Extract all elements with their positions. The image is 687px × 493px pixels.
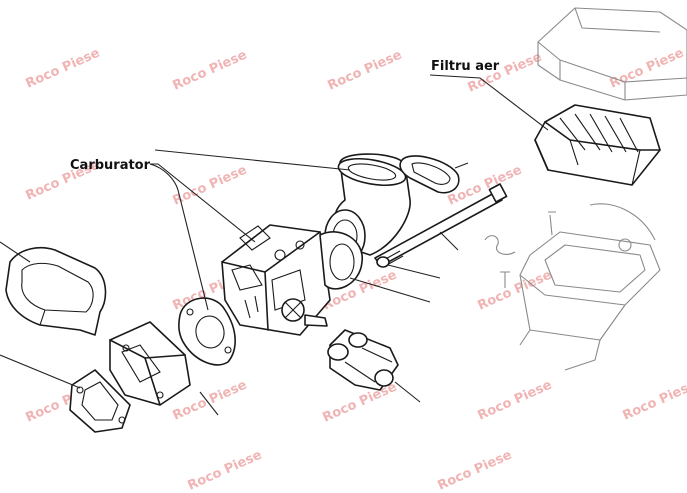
carburetor-gasket [178,297,236,366]
watermark-text: Roco Piese [608,46,687,92]
carburetor-body [221,224,363,336]
air-filter-cover [537,7,687,101]
fuel-fittings [327,329,399,391]
intake-elbow [324,153,411,263]
watermark-text: Roco Piese [171,48,250,94]
watermark-text: Roco Piese [476,268,555,314]
label-carburetor: Carburator [70,158,151,173]
long-bolt [374,183,508,268]
watermark-text: Roco Piese [436,448,515,493]
watermark-text: Roco Piese [621,378,687,424]
intake-gasket [69,369,131,433]
elbow-gasket [399,155,460,194]
watermark-text: Roco Piese [476,378,555,424]
leader-lines [0,74,549,416]
label-air-filter: Filtru aer [431,59,500,74]
intake-spacer [109,321,191,406]
watermark-text: Roco Piese [326,48,405,94]
watermark-text: Roco Piese [171,163,250,209]
watermark-text: Roco Piese [24,46,103,92]
air-filter-element [534,104,661,186]
air-filter-base [484,203,661,371]
watermark-text: Roco Piese [186,448,265,493]
intake-boot [5,246,107,336]
